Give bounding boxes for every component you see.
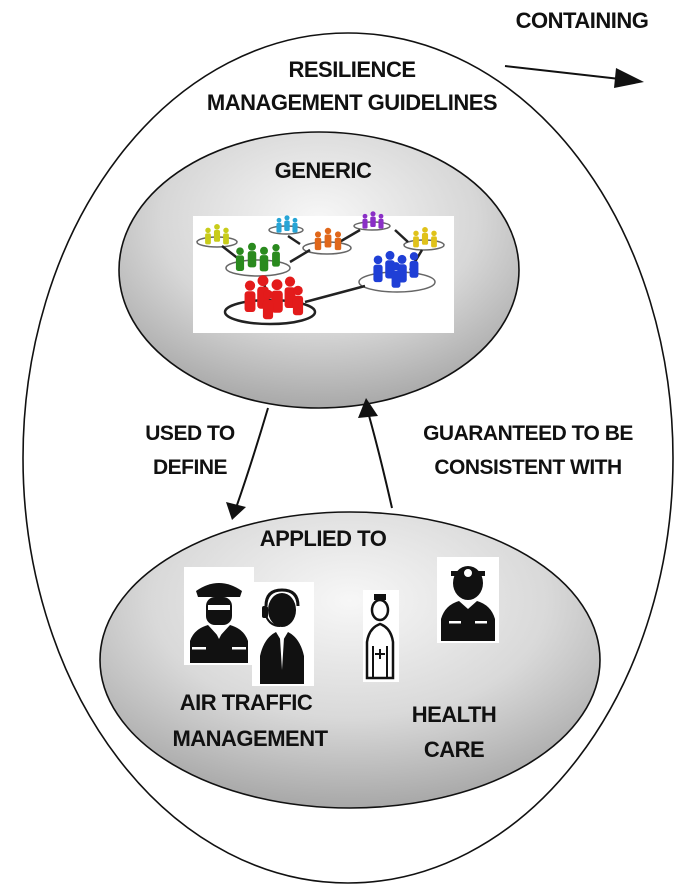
outer-label-line2: MANAGEMENT GUIDELINES xyxy=(207,90,497,115)
guaranteed-label: GUARANTEED TO BE xyxy=(423,422,633,445)
atm-label-line1: AIR TRAFFIC xyxy=(180,690,313,715)
doctor-icon xyxy=(437,557,499,643)
network-of-people-groups-icon xyxy=(193,211,454,333)
used-to-define-arrow xyxy=(226,407,269,520)
applied-label: APPLIED TO xyxy=(260,526,387,551)
used-to-label: USED TO xyxy=(145,422,235,445)
health-label-line2: CARE xyxy=(424,737,484,762)
consistent-with-label: CONSISTENT WITH xyxy=(434,456,621,479)
atm-label-line2: MANAGEMENT xyxy=(172,726,328,751)
air-traffic-controller-icon xyxy=(252,582,314,686)
containing-label: CONTAINING xyxy=(516,8,649,33)
define-label: DEFINE xyxy=(153,456,228,479)
nurse-icon xyxy=(363,590,399,682)
applied-ellipse xyxy=(99,511,601,809)
outer-ellipse xyxy=(22,32,674,884)
outer-label-line1: RESILIENCE xyxy=(288,57,415,82)
pilot-icon xyxy=(184,567,254,665)
health-label-line1: HEALTH xyxy=(412,702,497,727)
guaranteed-consistent-arrow xyxy=(358,398,393,509)
containing-arrow xyxy=(504,65,644,88)
generic-label: GENERIC xyxy=(275,158,372,183)
